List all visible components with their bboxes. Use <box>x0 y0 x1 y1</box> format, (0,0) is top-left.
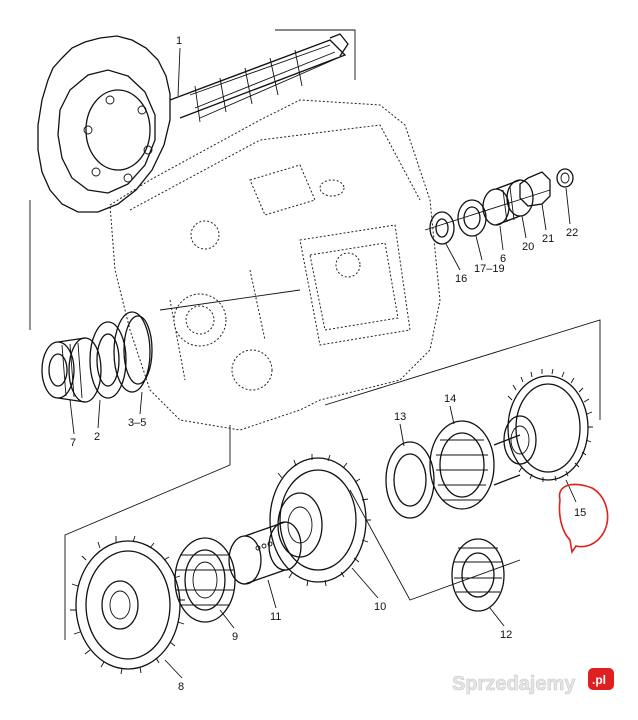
leader-lines <box>29 29 601 640</box>
callout-20: 20 <box>522 241 534 253</box>
gear-12 <box>451 538 505 612</box>
callout-16: 16 <box>455 273 467 285</box>
callout-8: 8 <box>178 681 184 693</box>
callout-21: 21 <box>542 233 554 245</box>
callout-13: 13 <box>394 411 406 423</box>
gear-9 <box>174 537 236 623</box>
sleeve-11 <box>228 521 302 585</box>
callout-14: 14 <box>444 393 456 405</box>
crown-wheel-and-pinion <box>37 33 349 213</box>
left-bearing-stack <box>41 311 153 403</box>
callout-15: 15 <box>574 507 586 519</box>
gear-housing <box>109 99 441 431</box>
gear-8 <box>70 535 185 675</box>
highlight-circle-15 <box>558 483 609 555</box>
callout-7: 7 <box>70 437 76 449</box>
watermark-badge <box>588 668 614 690</box>
callout-2: 2 <box>94 431 100 443</box>
callout-labels: 1 2 3–5 6 7 8 9 10 11 12 13 14 15 16 17–… <box>69 35 586 693</box>
gears-13-14 <box>385 420 521 519</box>
gear-15 <box>503 368 593 482</box>
watermark-suffix: .pl <box>592 673 606 687</box>
callout-10: 10 <box>374 601 386 613</box>
watermark-text: Sprzedajemy <box>452 673 576 695</box>
watermark: Sprzedajemy .pl <box>452 668 614 695</box>
gear-10 <box>269 454 371 587</box>
callout-22: 22 <box>566 227 578 239</box>
callout-11: 11 <box>270 611 281 623</box>
callout-12: 12 <box>500 629 512 641</box>
callout-9: 9 <box>232 631 238 643</box>
callout-6: 6 <box>500 253 506 265</box>
callout-1: 1 <box>176 35 182 47</box>
callout-17-19: 17–19 <box>474 263 505 275</box>
callout-3-5: 3–5 <box>128 417 146 429</box>
